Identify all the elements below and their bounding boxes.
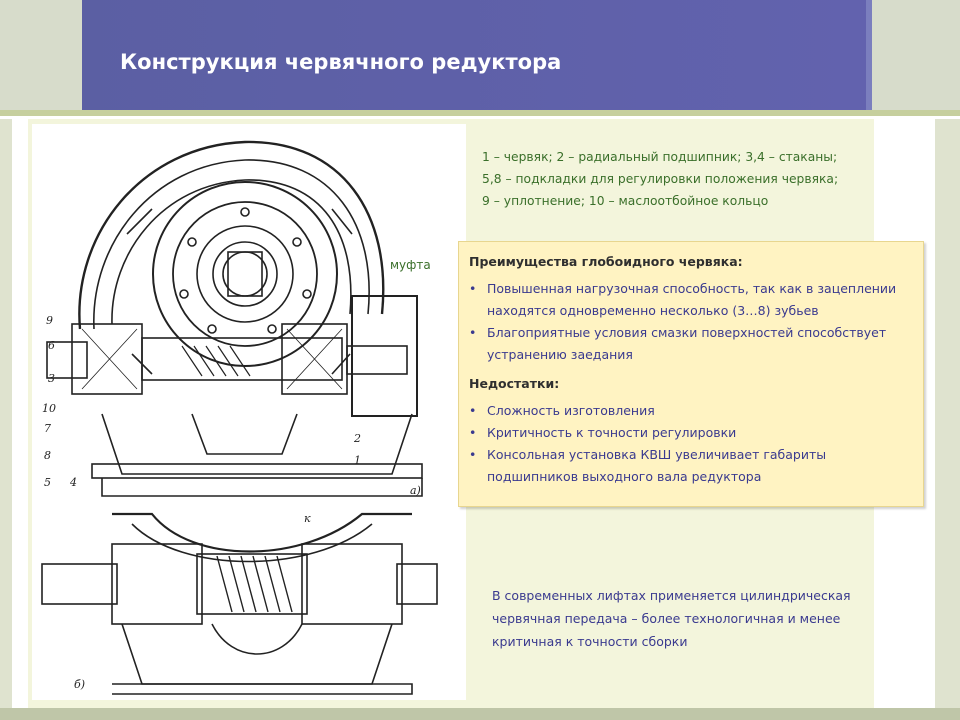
disadvantages-list: Сложность изготовления Критичность к точ… bbox=[469, 400, 909, 488]
title-underline bbox=[0, 110, 960, 116]
note-line: червячная передача – более технологичная… bbox=[492, 611, 841, 626]
disadvantages-heading: Недостатки: bbox=[469, 376, 560, 391]
advantages-heading: Преимущества глобоидного червяка: bbox=[469, 254, 743, 269]
advantage-item-line: Повышенная нагрузочная способность, так … bbox=[487, 281, 897, 296]
advantage-item-line: Благоприятные условия смазки поверхносте… bbox=[487, 325, 887, 340]
mufta-label: муфта bbox=[390, 258, 431, 272]
advantage-item-line: находятся одновременно несколько (3…8) з… bbox=[487, 303, 819, 318]
disadvantage-item-line: Критичность к точности регулировки bbox=[487, 425, 737, 440]
gearbox-drawing-svg: 9 6 3 10 7 8 5 4 1 2 к а) б) bbox=[41, 140, 438, 695]
drawing-number-5: 5 bbox=[44, 476, 51, 489]
right-rail bbox=[935, 119, 960, 720]
advantage-item: Повышенная нагрузочная способность, так … bbox=[469, 278, 909, 322]
parts-legend: 1 – червяк; 2 – радиальный подшипник; 3,… bbox=[482, 146, 872, 212]
left-rail bbox=[0, 119, 12, 720]
legend-line: 9 – уплотнение; 10 – маслоотбойное кольц… bbox=[482, 194, 769, 208]
advantage-item-line: устранению заедания bbox=[487, 347, 633, 362]
drawing-label-b: б) bbox=[74, 678, 85, 691]
advantages-box: Преимущества глобоидного червяка: Повыше… bbox=[458, 241, 924, 507]
disadvantage-item-line: Сложность изготовления bbox=[487, 403, 655, 418]
header-left-band bbox=[0, 0, 82, 112]
drawing-number-2: 2 bbox=[353, 432, 361, 445]
header-right-band bbox=[872, 0, 960, 112]
modern-elevators-note: В современных лифтах применяется цилиндр… bbox=[492, 584, 872, 653]
drawing-number-7: 7 bbox=[44, 422, 51, 435]
slide-title: Конструкция червячного редуктора bbox=[120, 50, 562, 74]
bottom-strip bbox=[0, 708, 960, 720]
title-bar bbox=[82, 0, 872, 110]
drawing-number-8: 8 bbox=[44, 449, 51, 462]
drawing-number-k: к bbox=[304, 512, 311, 525]
title-underline-gap bbox=[0, 116, 960, 119]
disadvantage-item: Консольная установка КВШ увеличивает габ… bbox=[469, 444, 909, 488]
drawing-number-3: 3 bbox=[48, 372, 55, 385]
gearbox-drawing: 9 6 3 10 7 8 5 4 1 2 к а) б) bbox=[32, 124, 466, 700]
drawing-number-1: 1 bbox=[354, 454, 361, 467]
title-bar-edge bbox=[866, 0, 872, 110]
disadvantage-item-line: Консольная установка КВШ увеличивает габ… bbox=[487, 447, 827, 462]
advantages-list: Повышенная нагрузочная способность, так … bbox=[469, 278, 909, 366]
drawing-label-a: а) bbox=[410, 484, 421, 497]
drawing-number-4: 4 bbox=[69, 476, 77, 489]
disadvantage-item: Сложность изготовления bbox=[469, 400, 909, 422]
disadvantage-item: Критичность к точности регулировки bbox=[469, 422, 909, 444]
note-line: В современных лифтах применяется цилиндр… bbox=[492, 588, 851, 603]
drawing-number-9: 9 bbox=[46, 314, 53, 327]
drawing-number-10: 10 bbox=[42, 402, 56, 415]
advantage-item: Благоприятные условия смазки поверхносте… bbox=[469, 322, 909, 366]
legend-line: 1 – червяк; 2 – радиальный подшипник; 3,… bbox=[482, 150, 838, 164]
note-line: критичная к точности сборки bbox=[492, 634, 688, 649]
disadvantage-item-line: подшипников выходного вала редуктора bbox=[487, 469, 762, 484]
legend-line: 5,8 – подкладки для регулировки положени… bbox=[482, 172, 839, 186]
drawing-number-6: 6 bbox=[48, 339, 55, 352]
